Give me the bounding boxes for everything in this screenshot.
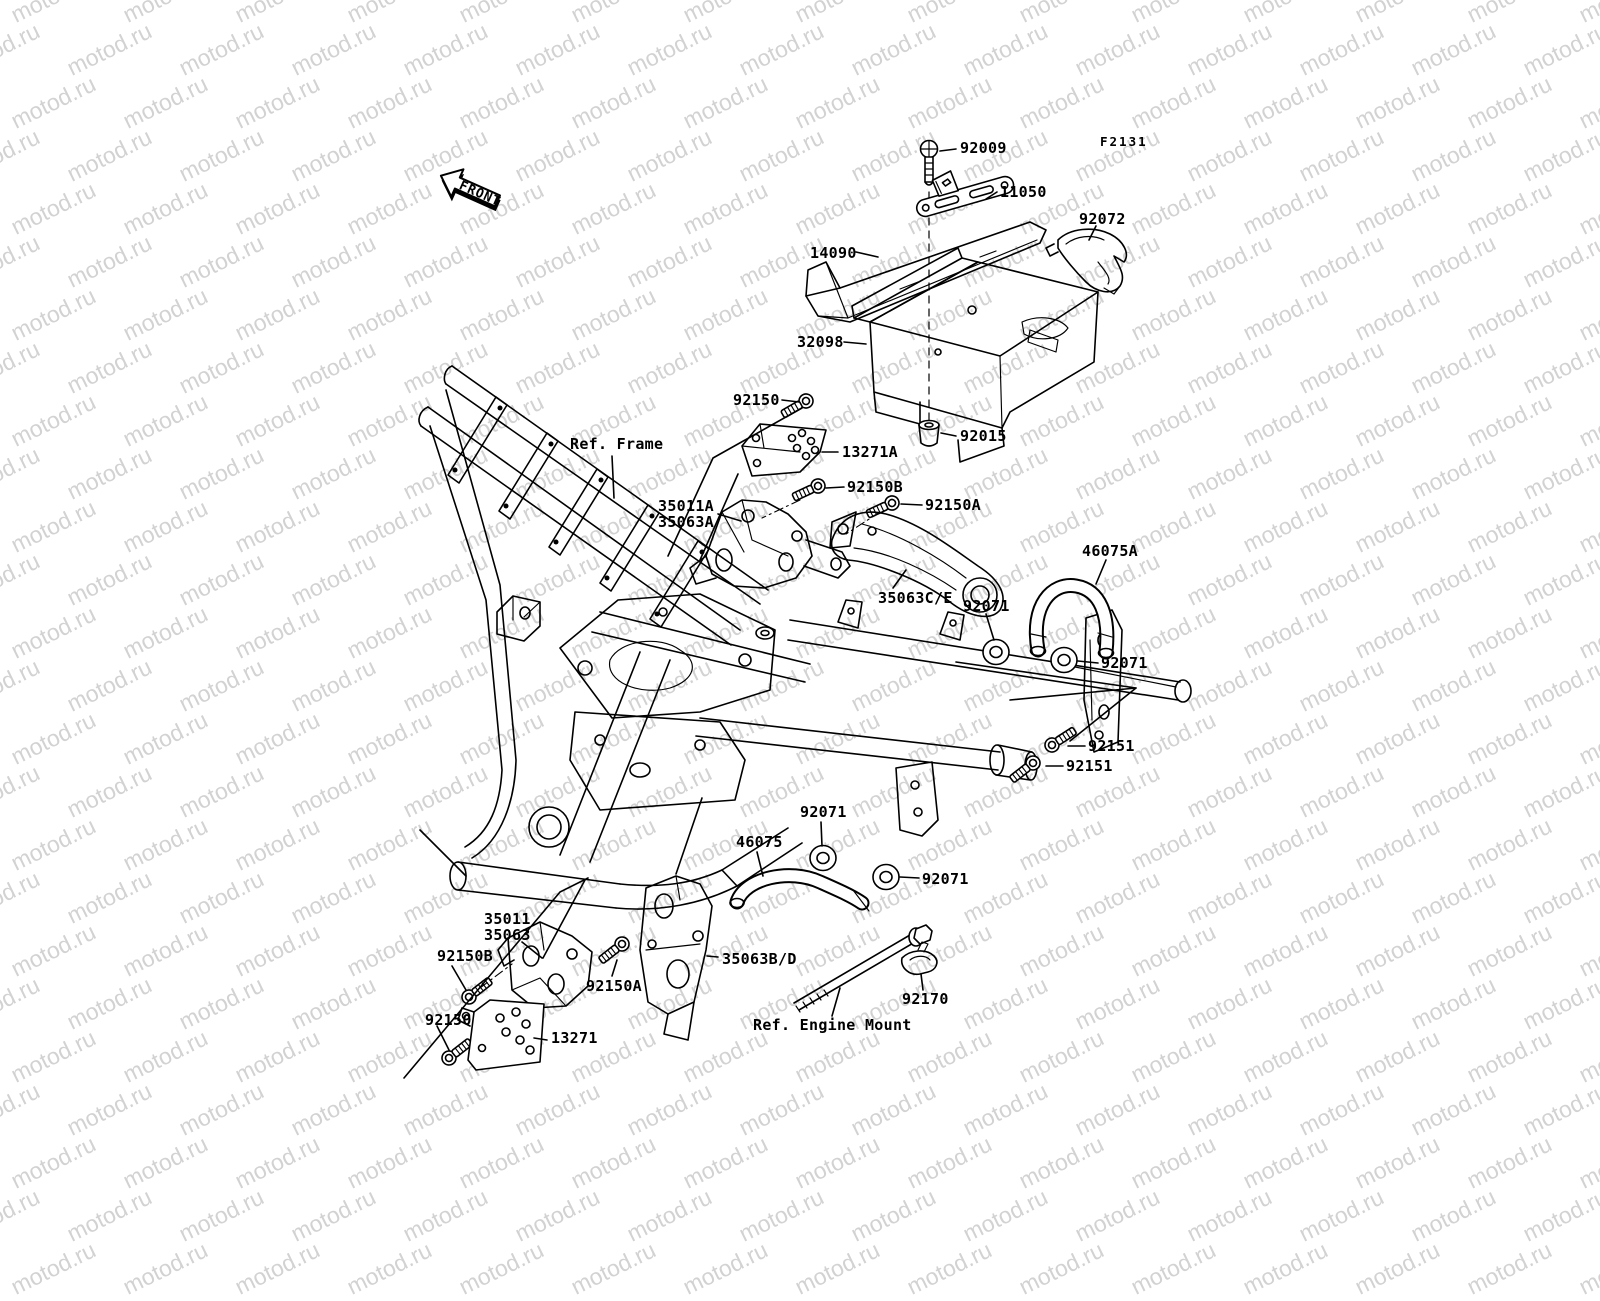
diagram-code: F2131 — [1100, 134, 1148, 149]
part-35011-35063-bracket-drawing — [497, 921, 593, 1009]
part-32098-drawing — [851, 247, 1099, 463]
watermark-text: motod.ru — [790, 1236, 884, 1300]
part-14090-drawing — [805, 221, 1047, 323]
watermark-text: motod.ru — [1014, 1236, 1108, 1300]
watermark-text: motod.ru — [1126, 1236, 1220, 1300]
watermark-text: motod.ru — [1574, 1236, 1600, 1300]
part-92015-drawing — [918, 419, 940, 447]
part-13271A-drawing — [741, 423, 827, 477]
watermark-text: motod.ru — [1462, 1236, 1556, 1300]
watermark-text: motod.ru — [118, 1236, 212, 1300]
part-46075A-tube-drawing — [1028, 578, 1115, 660]
part-92151-bolt-2 — [1006, 752, 1044, 786]
part-92071-washer-2 — [1050, 646, 1078, 674]
part-92009-drawing — [919, 139, 939, 186]
part-92072-drawing — [1045, 228, 1128, 295]
frame-drawing — [418, 365, 1192, 910]
part-92071-washer-4 — [872, 863, 900, 891]
part-13271-plate-drawing — [457, 999, 545, 1071]
leader-lines — [403, 148, 1137, 1079]
front-arrow-label: FRONT — [457, 178, 503, 210]
front-arrow: FRONT — [439, 168, 503, 212]
part-35063CE-arm-drawing — [829, 511, 1004, 618]
part-35011A-35063A-bracket-drawing — [689, 499, 851, 589]
watermark-text: motod.ru — [230, 1236, 324, 1300]
part-11050-drawing — [915, 170, 1015, 218]
part-92170-stud-drawing — [793, 924, 938, 1013]
watermark-text: motod.ru — [6, 1236, 100, 1300]
part-92071-washer-3 — [809, 844, 837, 872]
watermark-text: motod.ru — [902, 1236, 996, 1300]
watermark-text: motod.ru — [678, 1236, 772, 1300]
part-92150B-upper-bolt — [789, 475, 829, 505]
watermark-text: motod.ru — [454, 1236, 548, 1300]
part-92150A-lower-bolt — [595, 933, 633, 967]
diagram-drawing: FRONT — [403, 139, 1192, 1079]
part-35063BD-bracket-drawing — [639, 875, 713, 1041]
part-46075-tube-drawing — [729, 868, 870, 912]
part-92150-top-bolt — [778, 390, 817, 422]
part-92071-washer-1 — [982, 638, 1010, 666]
watermark-text: motod.ru — [1238, 1236, 1332, 1300]
watermark-text: motod.ru — [566, 1236, 660, 1300]
watermark-text: motod.ru — [342, 1236, 436, 1300]
watermark-text: motod.ru — [1350, 1236, 1444, 1300]
